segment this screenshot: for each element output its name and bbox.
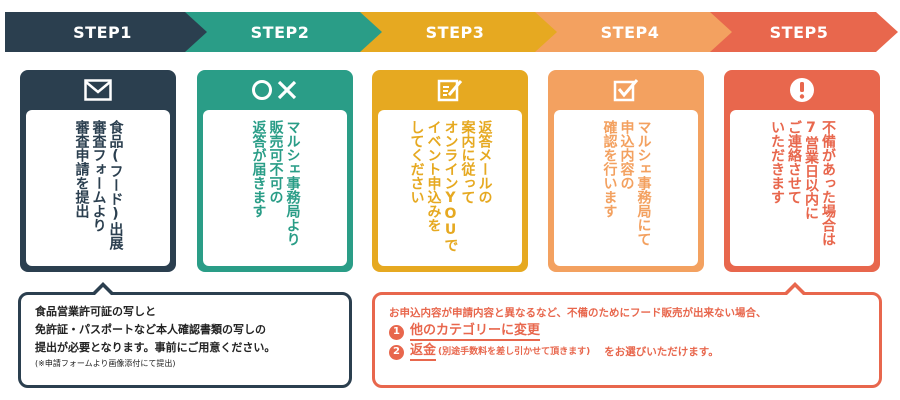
step3-arrow: STEP3 — [360, 12, 560, 52]
step5-card-body: 不備があった場合は 7営業日以内に ご連絡させて いただきます — [730, 110, 874, 266]
option-change-category: 他のカテゴリーに変更 — [410, 323, 541, 341]
step3-card-head — [372, 70, 528, 110]
step2-label: STEP2 — [250, 22, 310, 42]
step4-text: マルシェ事務局にて 申込内容の 確認を行います — [601, 120, 652, 246]
option-refund: 返金 — [410, 343, 437, 361]
step5-text: 不備があった場合は 7営業日以内に ご連絡させて いただきます — [769, 120, 836, 246]
step1-arrow-shape — [5, 12, 210, 52]
circle-cross-icon — [252, 80, 297, 100]
requirements-line-3: 提出が必要となります。事前にご用意ください。 — [35, 341, 276, 354]
step2-text: マルシェ事務局より 販売可不可の 返答が届きます — [250, 120, 301, 246]
option-refund-detail: (別途手数料を差し引かせて頂きます) — [438, 347, 591, 357]
step3-text: 返答メールの 案内に従って オンラインYOUで イベント申込みを してください — [408, 120, 493, 252]
step5-card: 不備があった場合は 7営業日以内に ご連絡させて いただきます — [724, 70, 880, 272]
requirements-line-2: 免許証・パスポートなど本人確認書類の写しの — [35, 323, 266, 336]
step5-card-head — [724, 70, 880, 110]
step4-arrow: STEP4 — [535, 12, 735, 52]
step2-arrow: STEP2 — [185, 12, 385, 52]
step4-card-head — [548, 70, 704, 110]
step1-card-body: 食品(フード)出展 審査フォームより 審査申請を提出 — [26, 110, 170, 266]
step3-arrow-shape — [360, 12, 560, 52]
deficiency-intro: お申込内容が申請内容と異なるなど、不備のためにフード販売が出来ない場合、 — [389, 307, 767, 319]
option-item: 2 返金 (別途手数料を差し引かせて頂きます) をお選びいただけます。 — [389, 341, 865, 363]
step4-card: マルシェ事務局にて 申込内容の 確認を行います — [548, 70, 704, 272]
step1-text: 食品(フード)出展 審査フォームより 審査申請を提出 — [73, 120, 124, 250]
step2-card-body: マルシェ事務局より 販売可不可の 返答が届きます — [203, 110, 347, 266]
step1-card-head — [20, 70, 176, 110]
option-number: 1 — [389, 324, 404, 340]
step3-label: STEP3 — [425, 22, 485, 42]
step5-label: STEP5 — [769, 22, 829, 42]
step2-card-head — [197, 70, 353, 110]
deficiency-note-box: お申込内容が申請内容と異なるなど、不備のためにフード販売が出来ない場合、 1 他… — [372, 282, 882, 388]
requirements-line-1: 食品営業許可証の写しと — [35, 305, 156, 318]
requirements-note-box: 食品営業許可証の写しと 免許証・パスポートなど本人確認書類の写しの 提出が必要と… — [18, 282, 352, 388]
step2-arrow-shape — [185, 12, 385, 52]
step5-arrow-shape — [710, 12, 898, 52]
step2-card: マルシェ事務局より 販売可不可の 返答が届きます — [197, 70, 353, 272]
step1-arrow: STEP1 — [5, 12, 210, 52]
step5-arrow: STEP5 — [710, 12, 898, 52]
step4-label: STEP4 — [600, 22, 660, 42]
step4-card-body: マルシェ事務局にて 申込内容の 確認を行います — [554, 110, 698, 266]
envelope-icon — [84, 79, 112, 101]
requirements-footnote: (※申請フォームより画像添付にて提出) — [35, 359, 176, 368]
step1-label: STEP1 — [73, 22, 132, 42]
edit-icon — [437, 79, 463, 102]
option-item: 1 他のカテゴリーに変更 — [389, 323, 865, 341]
option-number: 2 — [389, 344, 404, 360]
option-tail-text: をお選びいただけます。 — [604, 346, 719, 358]
step3-card-body: 返答メールの 案内に従って オンラインYOUで イベント申込みを してください — [378, 110, 522, 266]
step1-card: 食品(フード)出展 審査フォームより 審査申請を提出 — [20, 70, 176, 272]
step3-card: 返答メールの 案内に従って オンラインYOUで イベント申込みを してください — [372, 70, 528, 272]
step4-arrow-shape — [535, 12, 735, 52]
exclamation-icon — [790, 78, 814, 102]
checkbox-icon — [613, 79, 639, 102]
